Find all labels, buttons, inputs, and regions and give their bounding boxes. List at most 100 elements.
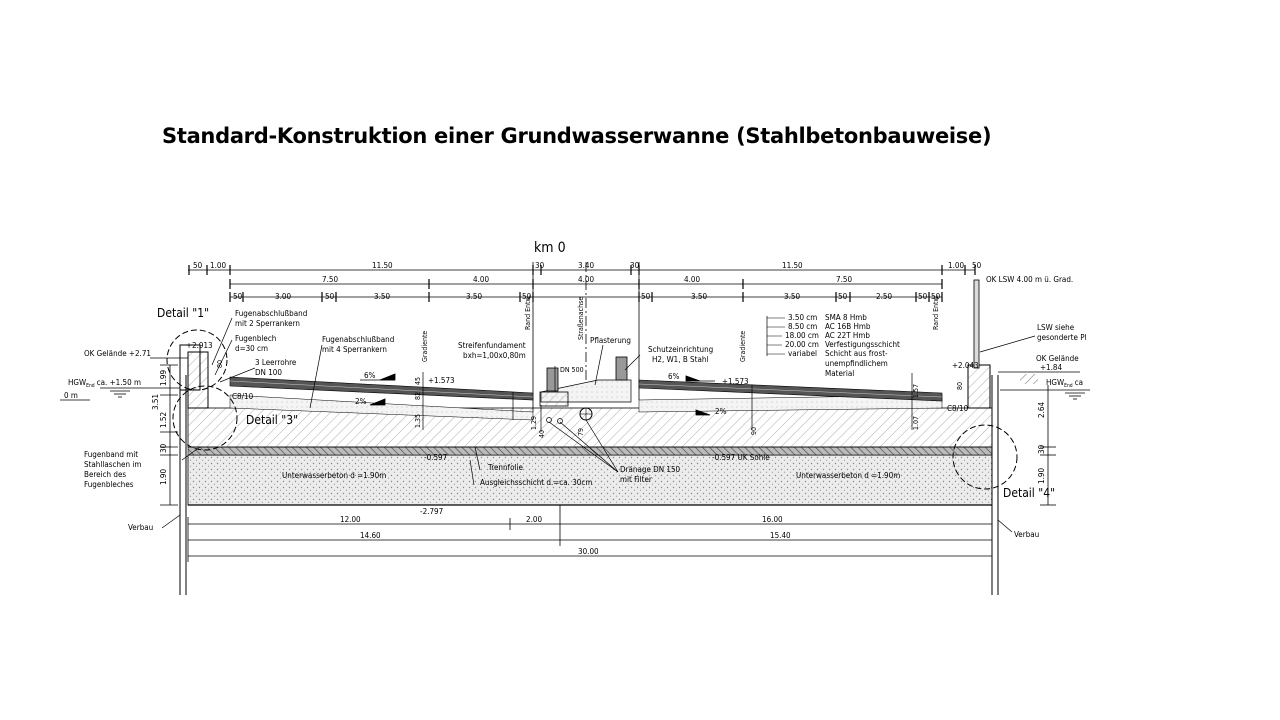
slope-6-right: 6% <box>668 372 680 381</box>
vdim-r-0: 2.64 <box>1037 402 1046 418</box>
slide-title: Standard-Konstruktion einer Grundwasserw… <box>162 124 992 148</box>
vdim-i-3: 45 <box>414 377 422 385</box>
vdim-l-3: 30 <box>159 443 168 453</box>
rand-entw-right: Rand Entw. <box>932 295 940 330</box>
dim-b-30: 30.00 <box>578 547 599 556</box>
trennfolie-label: Trennfolie <box>487 463 523 472</box>
leader-lines <box>161 317 1036 533</box>
leerrohre-l2: DN 100 <box>255 368 282 377</box>
val-1573a: +1.573 <box>428 376 455 385</box>
dim-r3-3: 3.50 <box>374 292 390 301</box>
ok-gelaende-right-l1: OK Gelände <box>1036 354 1079 363</box>
wall-right <box>967 364 991 409</box>
vdim-i-10: 90 <box>750 427 758 435</box>
fill-left <box>229 394 534 421</box>
gradiente-right: Gradiente <box>739 331 747 362</box>
wall-left-cap <box>179 344 201 391</box>
inner-vertical-dim-lines <box>422 372 913 432</box>
dim-b-12: 12.00 <box>340 515 361 524</box>
slope-6-left: 6% <box>364 371 376 380</box>
vdim-l-2: 1.52 <box>159 412 168 428</box>
layer-mat-6: Material <box>825 369 854 378</box>
dim-r3-12: 50 <box>931 292 941 301</box>
labels: Detail "1" Detail "3" Detail "4" Rand En… <box>64 295 1087 539</box>
left-vertical-dim-texts: 1.99 3.51 1.52 30 1.90 <box>151 370 168 485</box>
dim-r3-8: 3.50 <box>784 292 800 301</box>
detail-circles <box>166 329 1018 490</box>
layer-mat-2: AC 22T Hmb <box>825 331 870 340</box>
dim-r1-6: 11.50 <box>782 261 803 270</box>
rand-entw-left: Rand Entw. <box>524 295 532 330</box>
dim-r1-0: 50 <box>193 261 203 270</box>
dim-r3-7: 3.50 <box>691 292 707 301</box>
draenage-l2: mit Filter <box>620 475 652 484</box>
vdim-i-2: 82 <box>414 392 422 400</box>
lsw-l2: gesonderte Pl <box>1037 333 1087 342</box>
detail1-label: Detail "1" <box>157 306 209 320</box>
schutz-l1: Schutzeinrichtung <box>648 345 713 354</box>
ground-right <box>998 371 1090 400</box>
noise-wall-post <box>973 279 980 369</box>
val-0597a: -0.597 <box>424 453 447 462</box>
dim-r3-5: 50 <box>522 292 532 301</box>
val-2913: +2.913 <box>186 341 213 350</box>
draenage-l1: Dränage DN 150 <box>620 465 681 474</box>
axis-lines <box>532 262 640 412</box>
fugenblech-l2: d=30 cm <box>235 344 268 353</box>
dim-b-2: 2.00 <box>526 515 542 524</box>
km-label: km 0 <box>534 240 566 256</box>
right-vertical-dims <box>1040 385 1056 506</box>
layer-thk-0: 3.50 cm <box>788 313 817 322</box>
barrier-right <box>615 356 628 381</box>
dim-b-16: 16.00 <box>762 515 783 524</box>
dim-r3-4: 3.50 <box>466 292 482 301</box>
pavement-left <box>229 376 534 401</box>
layer-mat-4: Schicht aus frost- <box>825 349 888 358</box>
dim-r1-8: 50 <box>972 261 982 270</box>
ausgleich-label: Ausgleichsschicht d.=ca. 30cm <box>480 478 592 487</box>
val-2043: +2.043 <box>952 361 979 370</box>
verbau-lines <box>179 375 999 595</box>
ground-left <box>60 357 188 401</box>
bottom-dimension-texts: 12.00 2.00 16.00 14.60 15.40 30.00 <box>340 515 791 556</box>
layer-mat-5: unempfindlichem <box>825 359 888 368</box>
pflasterung-label: Pflasterung <box>590 336 631 345</box>
gradiente-left: Gradiente <box>421 331 429 362</box>
dim-r3-2: 50 <box>325 292 335 301</box>
left-vertical-dims <box>160 364 178 506</box>
dim-r1-7: 1.00 <box>948 261 964 270</box>
dim-r2-3: 4.00 <box>684 275 700 284</box>
dim-r1-5: 30 <box>630 261 640 270</box>
dim-r2-2: 4.00 <box>578 275 594 284</box>
dim-r1-2: 11.50 <box>372 261 393 270</box>
c810-left: C8/10 <box>232 392 254 401</box>
val-2797: -2.797 <box>420 507 443 516</box>
dim-r1-3: 30 <box>535 261 545 270</box>
base-slab <box>187 407 993 448</box>
dim-r3-6: 50 <box>641 292 651 301</box>
vdim-l-1: 3.51 <box>151 394 160 410</box>
dim-r3-9: 50 <box>838 292 848 301</box>
fugenabschlussband-1-l2: mit 2 Sperrankern <box>235 319 300 328</box>
zero-m-label: 0 m <box>64 391 78 400</box>
vdim-l-4: 1.90 <box>159 469 168 485</box>
dim-r3-10: 2.50 <box>876 292 892 301</box>
streifenfundament-l2: bxh=1,00x0,80m <box>463 351 526 360</box>
ok-gelaende-right-l2: +1.84 <box>1040 363 1062 372</box>
dim-r3-0: 50 <box>233 292 243 301</box>
dim-b-1460: 14.60 <box>360 531 381 540</box>
fugenblech-l1: Fugenblech <box>235 334 276 343</box>
layer-mat-1: AC 16B Hmb <box>825 322 871 331</box>
vdim-i-5: 79 <box>577 428 585 436</box>
right-vertical-dim-texts: 2.64 30 1.90 <box>1037 402 1046 484</box>
val-1573b: +1.573 <box>722 377 749 386</box>
bottom-dimension-lines <box>187 505 993 562</box>
dim-r3-11: 50 <box>918 292 928 301</box>
layer-table: 3.50 cm SMA 8 Hmb 8.50 cm AC 16B Hmb 18.… <box>766 313 900 378</box>
c810-right: C8/10 <box>947 404 969 413</box>
vdim-l-0: 1.99 <box>159 370 168 386</box>
fugenabschlussband-2-l1: Fugenabschlußband <box>322 335 394 344</box>
